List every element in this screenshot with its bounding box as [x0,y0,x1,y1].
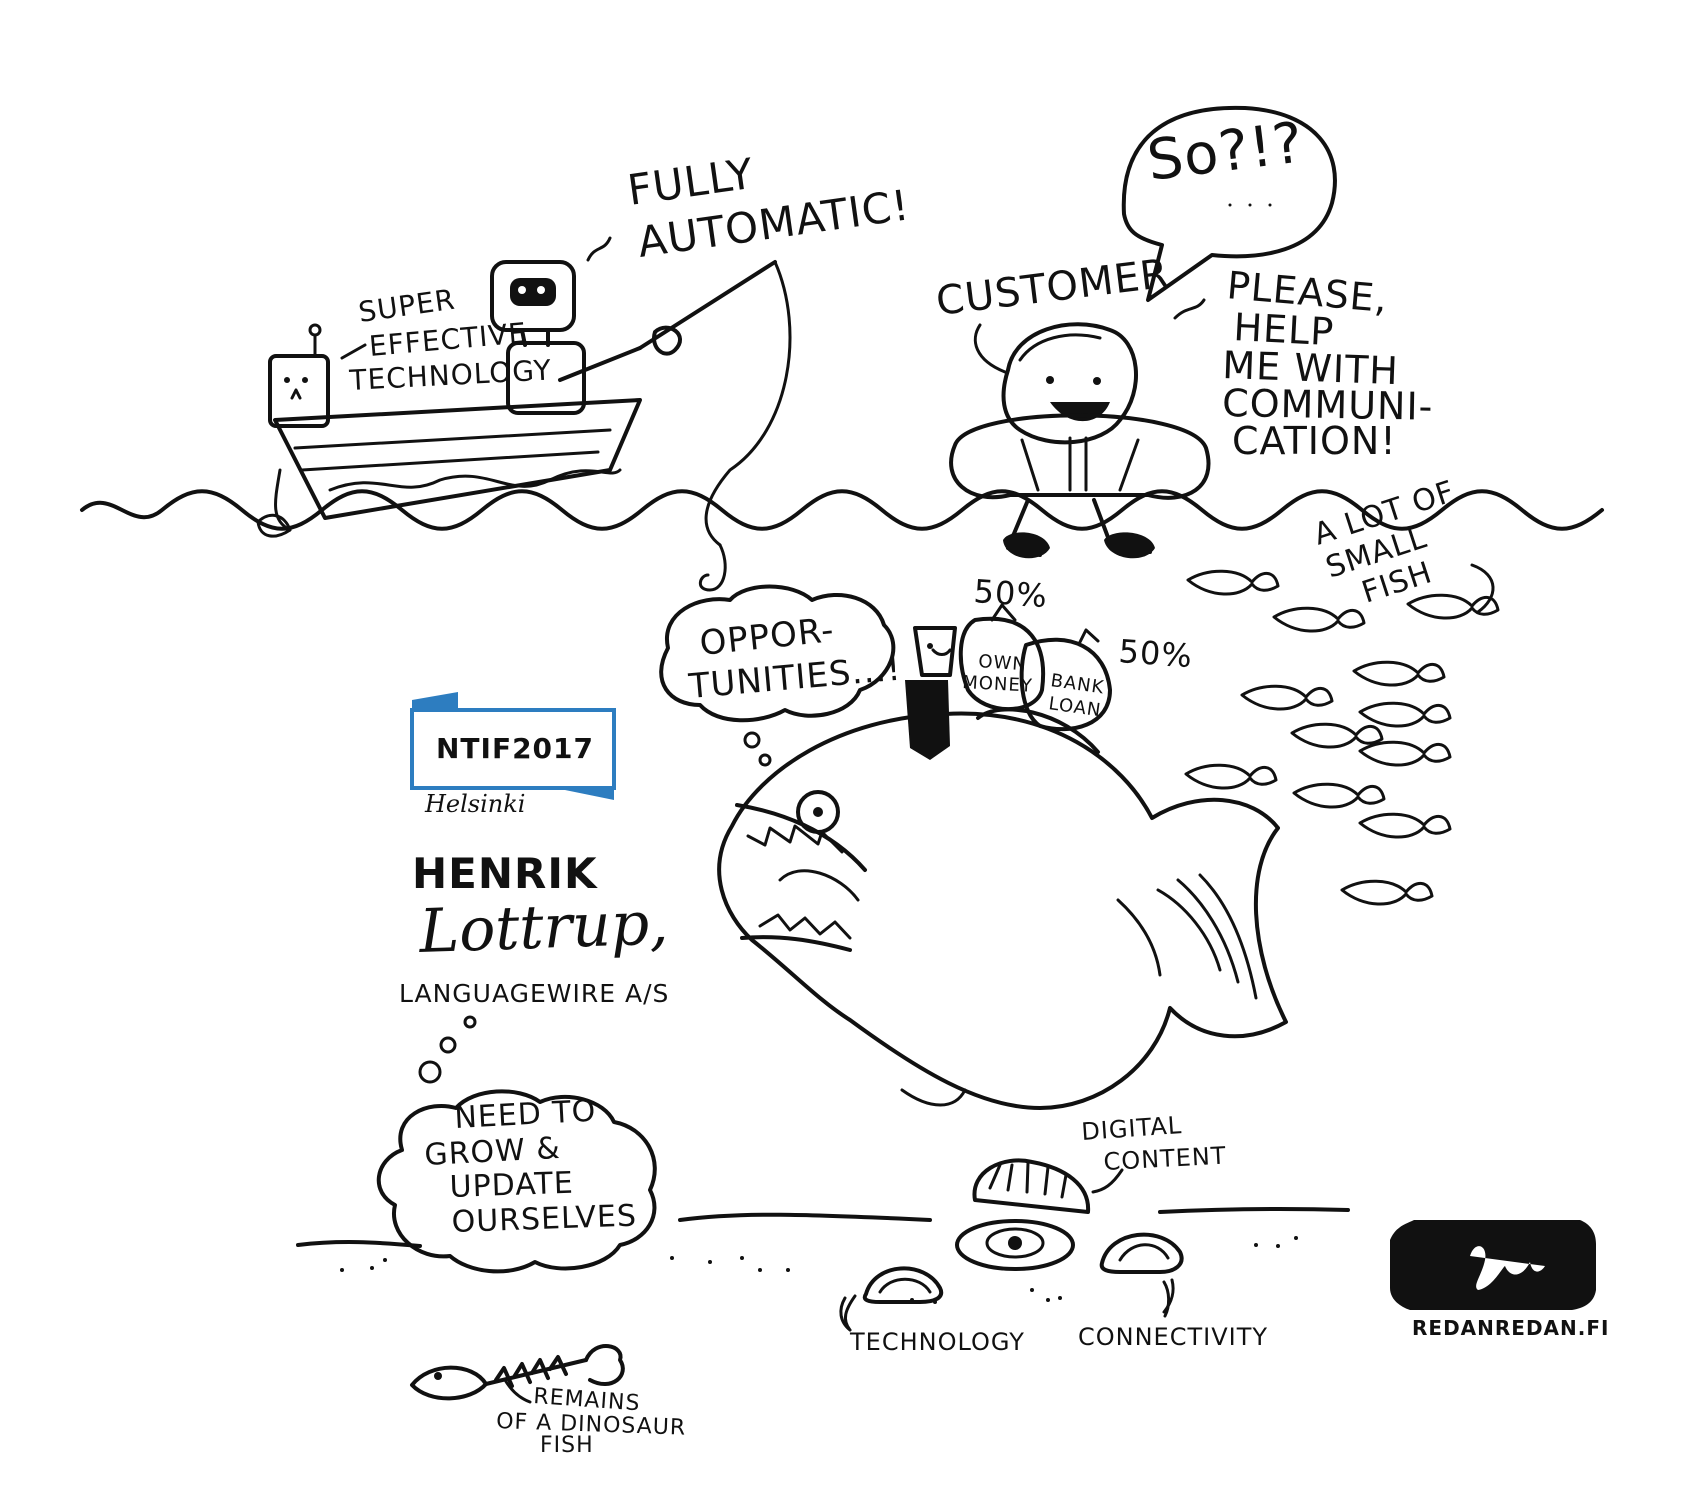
grow-line-3: UPDATE [449,1166,574,1205]
thought-bubble-opportunities [659,584,896,767]
fish-rider-and-funding [905,603,1112,760]
seabed-line-right [1158,1206,1350,1214]
request-line-5: CATION! [1232,419,1397,463]
speaker-company: LANGUAGEWIRE A/S [399,979,669,1008]
seabed-line-middle [678,1212,932,1222]
left-percent-label: 50% [972,572,1049,615]
artist-signature-badge [1390,1220,1596,1310]
seabed-line-left [296,1240,422,1248]
request-line-4: COMMUNI- [1222,381,1434,429]
arrow-to-customer [973,323,1007,374]
event-title: NTIF2017 [436,732,594,765]
connectivity-label: CONNECTIVITY [1078,1323,1268,1351]
tech-label-line-1: SUPER [356,283,457,329]
grow-line-4: OURSELVES [451,1199,637,1240]
speech-bubble [1121,105,1337,302]
own-money-line-1: OWN [978,651,1028,675]
event-banner-graphic [410,692,616,800]
arrow-to-small-fish [1470,563,1495,614]
arrow-to-digital-content [1091,1168,1124,1194]
arrow-to-customer-request [1173,298,1206,320]
arrow-to-technology [340,343,367,360]
small-fish-school [1184,569,1500,906]
website-label: REDANREDAN.FI [1412,1316,1609,1340]
robot-fisher [490,260,792,592]
grow-line-2: GROW & [424,1131,562,1173]
dinosaur-fish-skeleton [410,1344,625,1401]
technology-label: TECHNOLOGY [849,1328,1025,1356]
request-line-2: HELP [1233,305,1336,354]
speaker-last-name: Lottrup, [417,888,669,967]
event-city: Helsinki [424,790,525,818]
own-money-line-2: MONEY [962,672,1034,697]
technology-shell [843,1266,944,1332]
speaker-first-name: HENRIK [412,849,598,898]
arrow-to-technology-shell [839,1296,852,1332]
bank-loan-line-2: LOAN [1047,693,1102,721]
digital-content-line-1: DIGITAL [1080,1111,1183,1146]
customer-figure [949,322,1211,559]
large-fish [717,711,1288,1110]
grow-line-1: NEED TO [454,1094,598,1136]
arrow-to-robot-text [586,236,612,262]
arrow-to-remains [503,1378,532,1404]
arrow-to-connectivity-shell [1162,1280,1171,1318]
digital-content-shell [955,1158,1091,1271]
connectivity-shell [1099,1232,1184,1314]
remains-line-3: FISH [540,1433,594,1458]
robot-boat [256,323,642,538]
digital-content-line-2: CONTENT [1103,1142,1227,1176]
request-line-3: ME WITH [1222,343,1400,393]
seabed-dots [340,1236,1298,1304]
right-percent-label: 50% [1117,632,1194,675]
customer-label: CUSTOMER [934,251,1172,325]
